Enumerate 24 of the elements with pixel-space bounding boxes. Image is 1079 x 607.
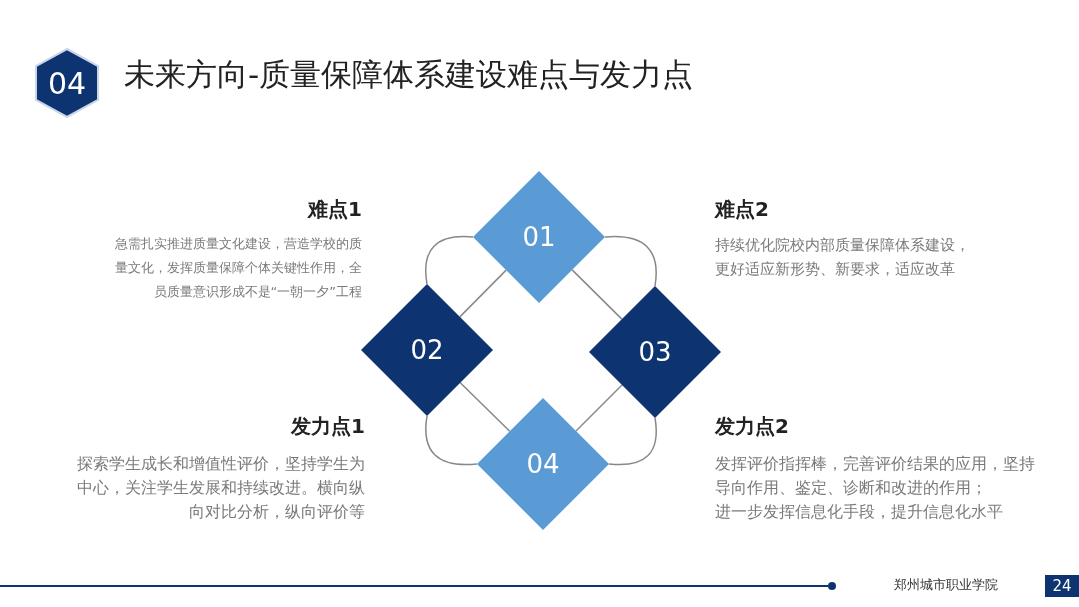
diamond: 01: [473, 171, 605, 303]
section-heading: 难点1: [308, 196, 362, 223]
connector-line: [425, 235, 474, 285]
connector-line: [575, 384, 623, 432]
description-text: 探索学生成长和增值性评价，坚持学生为中心，关注学生发展和持续改进。横向纵向对比分析，纵向评价等: [76, 453, 365, 523]
school-name: 郑州城市职业学院: [894, 576, 998, 594]
description-text: 发挥评价指挥棒，完善评价结果的应用，坚持导向作用、鉴定、诊断和改进的作用；: [715, 453, 1036, 499]
page-number-box: 24: [1045, 575, 1079, 597]
description-text: 急需扎实推进质量文化建设，营造学校的质量文化，发挥质量保障个体关键性作用，全员质量意识形成不是“一朝一夕”工程: [114, 235, 362, 301]
connector-line: [459, 269, 507, 318]
diamond: 03: [589, 286, 721, 418]
diamond: 02: [361, 284, 493, 416]
connector-line: [459, 381, 511, 433]
description-text: 进一步发挥信息化手段，提升信息化水平: [715, 501, 1004, 523]
number-badge: 04: [34, 48, 100, 118]
diamond: 04: [477, 398, 609, 530]
connector-line: [608, 417, 657, 466]
section-heading: 发力点1: [291, 413, 365, 440]
description-text: 持续优化院校内部质量保障体系建设，更好适应新形势、新要求，适应改革: [715, 235, 971, 280]
section-heading: 难点2: [715, 196, 769, 223]
connector-line: [604, 235, 657, 287]
connector-line: [571, 269, 623, 320]
slide-title: 未来方向-质量保障体系建设难点与发力点: [124, 55, 694, 94]
connector-line: [425, 415, 478, 466]
